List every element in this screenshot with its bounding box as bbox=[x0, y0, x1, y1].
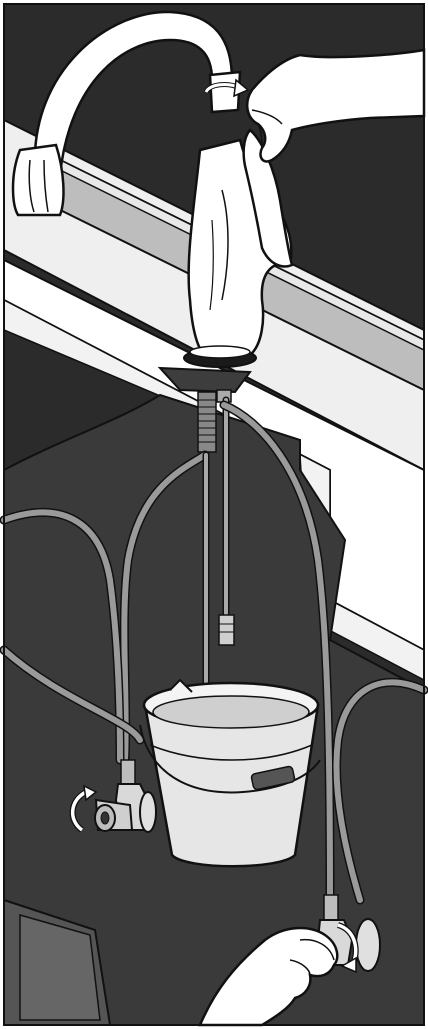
hose-connector bbox=[219, 615, 234, 645]
water-surface bbox=[153, 696, 309, 728]
